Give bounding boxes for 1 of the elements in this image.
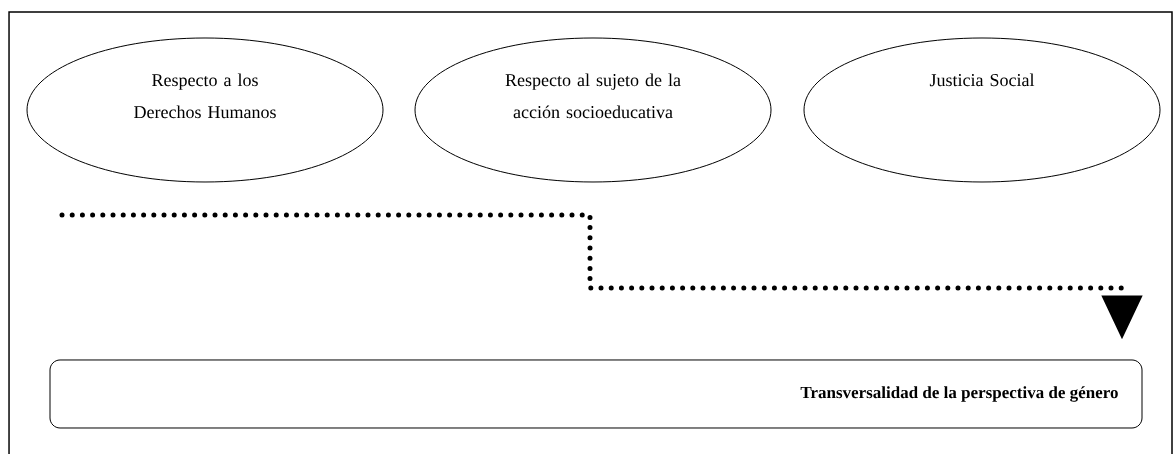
rounded-box: Transversalidad de la perspectiva de género	[49, 359, 1143, 429]
